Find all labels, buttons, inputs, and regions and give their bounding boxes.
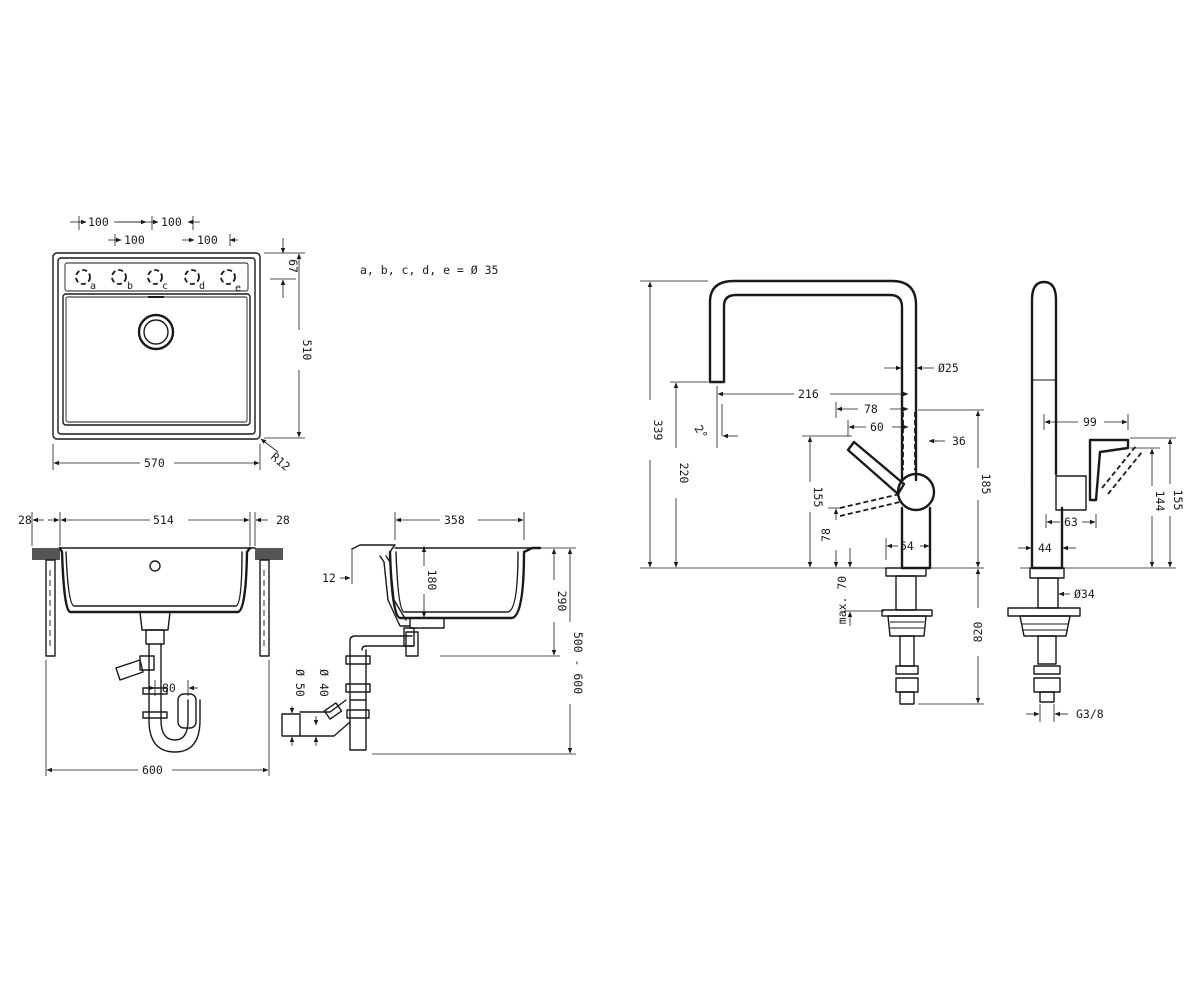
dim-lever-78: 78 <box>864 402 878 416</box>
dim-pipe-40: Ø 40 <box>317 669 331 697</box>
dim-reach: 216 <box>798 387 819 401</box>
hole-diameter-note: a, b, c, d, e = Ø 35 <box>360 263 498 277</box>
dim-rim-left: 28 <box>18 513 32 527</box>
dim-lever-low: 78 <box>819 528 833 542</box>
dim-spout-angle: 2° <box>691 423 710 442</box>
dim-side-base-dia: Ø34 <box>1074 587 1095 601</box>
dim-lever-36: 36 <box>952 434 966 448</box>
dim-lever-60: 60 <box>870 420 884 434</box>
dim-corner-radius: R12 <box>268 450 293 474</box>
faucet-side-view: 99 155 144 63 44 Ø34 G3/8 <box>1007 280 1185 722</box>
dim-sink-height: 510 <box>300 340 314 361</box>
dim-total-height: 339 <box>651 420 665 441</box>
dim-sink-width: 570 <box>144 456 165 470</box>
dim-side-offset: 63 <box>1064 515 1078 529</box>
dim-hole-spacing-1: 100 <box>88 215 109 229</box>
hole-label-c: c <box>162 281 168 292</box>
sink-top-view: a b c d e 100 100 100 100 570 510 <box>52 215 314 474</box>
dim-side-height-155: 155 <box>1171 490 1185 511</box>
dim-thread: G3/8 <box>1076 707 1104 721</box>
dim-cabinet-range: 500 - 600 <box>571 632 585 694</box>
dim-hose-length: 820 <box>971 622 985 643</box>
dim-bowl-width: 514 <box>153 513 174 527</box>
sink-side-section: 358 180 12 290 500 - 600 Ø 50 Ø 40 <box>281 512 585 755</box>
dim-side-height-144: 144 <box>1153 491 1167 512</box>
dim-hole-spacing-2: 100 <box>124 233 145 247</box>
dim-rim-thickness: 12 <box>322 571 336 585</box>
dim-hole-spacing-4: 100 <box>197 233 218 247</box>
dim-drain-height: 290 <box>555 591 569 612</box>
dim-spout-height: 220 <box>677 463 691 484</box>
dim-tube-diameter: Ø25 <box>938 361 959 375</box>
dim-cabinet-width: 600 <box>142 763 163 777</box>
hole-label-a: a <box>90 281 96 292</box>
dim-body-height: 185 <box>979 474 993 495</box>
hole-label-e: e <box>235 283 241 294</box>
dim-side-lever-reach: 99 <box>1083 415 1097 429</box>
dim-side-base: 44 <box>1038 541 1052 555</box>
dim-max-thickness: max. 70 <box>835 576 849 625</box>
sink-front-section: 514 28 28 600 80 <box>18 512 290 777</box>
hole-label-b: b <box>127 281 133 292</box>
dim-bowl-depth: 180 <box>425 570 439 591</box>
dim-hole-spacing-3: 100 <box>161 215 182 229</box>
dim-sink-depth: 358 <box>444 513 465 527</box>
dim-lever-height: 155 <box>811 487 825 508</box>
dim-rim-right: 28 <box>276 513 290 527</box>
hole-label-d: d <box>199 281 205 292</box>
dim-deck-depth: 67 <box>286 259 300 273</box>
dim-trap-offset: 80 <box>162 681 176 695</box>
dim-base-width: 54 <box>900 539 914 553</box>
dim-pipe-50: Ø 50 <box>293 669 307 697</box>
faucet-front-view: 339 220 216 2° Ø25 78 60 36 <box>640 279 993 705</box>
